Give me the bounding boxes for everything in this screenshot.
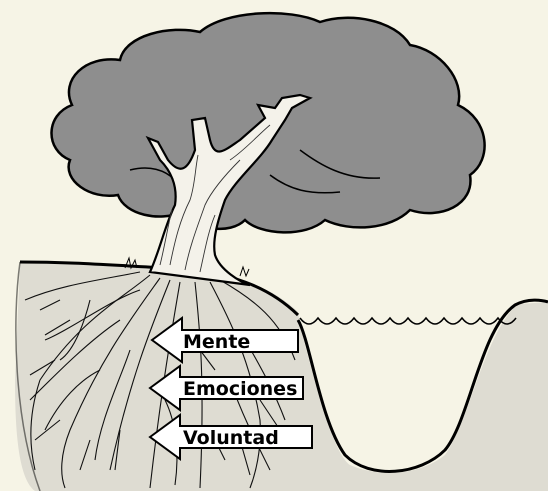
label-mente: Mente [183, 331, 250, 353]
label-emociones: Emociones [183, 378, 297, 400]
label-voluntad: Voluntad [183, 427, 279, 449]
